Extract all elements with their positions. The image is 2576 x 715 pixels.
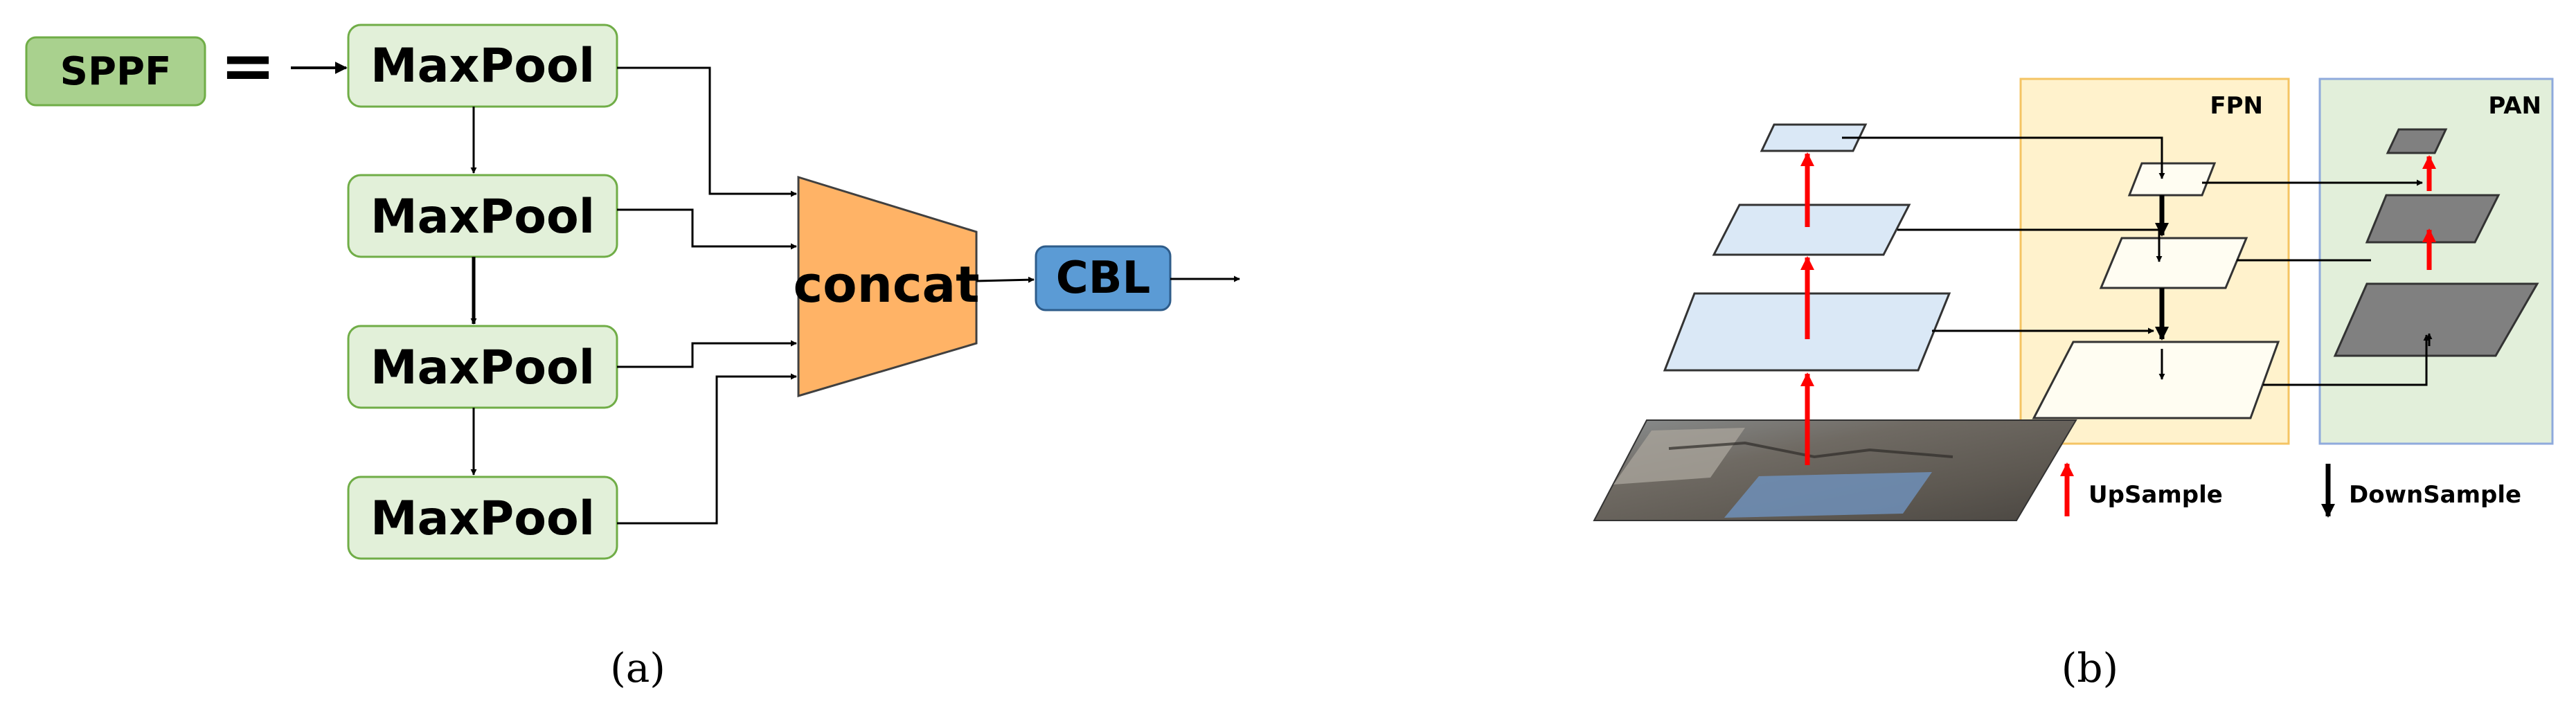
- aerial-image-road: [1668, 441, 1953, 459]
- fpn-to-pan-connection-large: [2263, 334, 2430, 386]
- aerial-image-ground-patch: [1613, 428, 1745, 485]
- maxpool-box: [347, 476, 618, 560]
- backbone-layer-medium: [1712, 203, 1911, 256]
- sppf-label: SPPF: [60, 49, 172, 94]
- pan-layer-medium: [2365, 194, 2501, 244]
- caption-a: (a): [610, 644, 665, 691]
- lateral-connection-small: [1842, 136, 2165, 179]
- legend: UpSample DownSample: [2060, 462, 2521, 518]
- pan-layer-small: [2386, 128, 2448, 154]
- sppf-block: SPPF: [25, 36, 206, 107]
- lateral-connection-medium: [1897, 228, 2163, 262]
- maxpool-to-concat-connector: [617, 340, 797, 368]
- equals-sign: =: [220, 27, 276, 105]
- pan-layer-large: [2333, 282, 2539, 357]
- maxpool-to-concat-connector: [617, 208, 797, 250]
- maxpool-block-2: MaxPool: [347, 174, 618, 258]
- aerial-image-roof-patch: [1724, 472, 1932, 518]
- panel-a-sppf-diagram: SPPF = MaxPool MaxPool MaxPool MaxPool: [25, 24, 1240, 691]
- maxpool-to-concat-connector: [617, 66, 797, 197]
- backbone-input-image: [1593, 419, 2077, 521]
- fpn-layer-large: [2032, 341, 2280, 419]
- maxpool-block-3: MaxPool: [347, 325, 618, 409]
- maxpool-box: [347, 24, 618, 108]
- maxpool-label: MaxPool: [370, 39, 595, 93]
- maxpool-to-concat-connector: [617, 373, 797, 525]
- maxpool-block-4: MaxPool: [347, 476, 618, 560]
- concat-to-cbl-arrow: [976, 276, 1035, 283]
- fpn-label: FPN: [2210, 92, 2263, 120]
- maxpool-block-1: MaxPool: [347, 24, 618, 108]
- fpn-layer-small: [2127, 162, 2217, 197]
- maxpool-box: [347, 174, 618, 258]
- cbl-block: CBL: [1035, 245, 1172, 311]
- fpn-layer-medium: [2099, 237, 2248, 289]
- concat-label: concat: [793, 255, 979, 314]
- backbone-layer-small: [1760, 123, 1868, 152]
- sppf-box: [25, 36, 206, 107]
- concat-block: concat: [793, 175, 980, 398]
- maxpool-label: MaxPool: [370, 341, 595, 395]
- maxpool-label: MaxPool: [370, 190, 595, 244]
- legend-upsample-label: UpSample: [2088, 481, 2223, 509]
- pan-label: PAN: [2488, 92, 2541, 120]
- cbl-label: CBL: [1056, 253, 1151, 304]
- legend-downsample-label: DownSample: [2349, 481, 2521, 509]
- caption-b: (b): [2061, 644, 2118, 691]
- concat-trapezoid: [797, 175, 978, 398]
- panel-b-fpn-pan-diagram: FPN PAN: [1593, 78, 2554, 691]
- maxpool-label: MaxPool: [370, 491, 595, 546]
